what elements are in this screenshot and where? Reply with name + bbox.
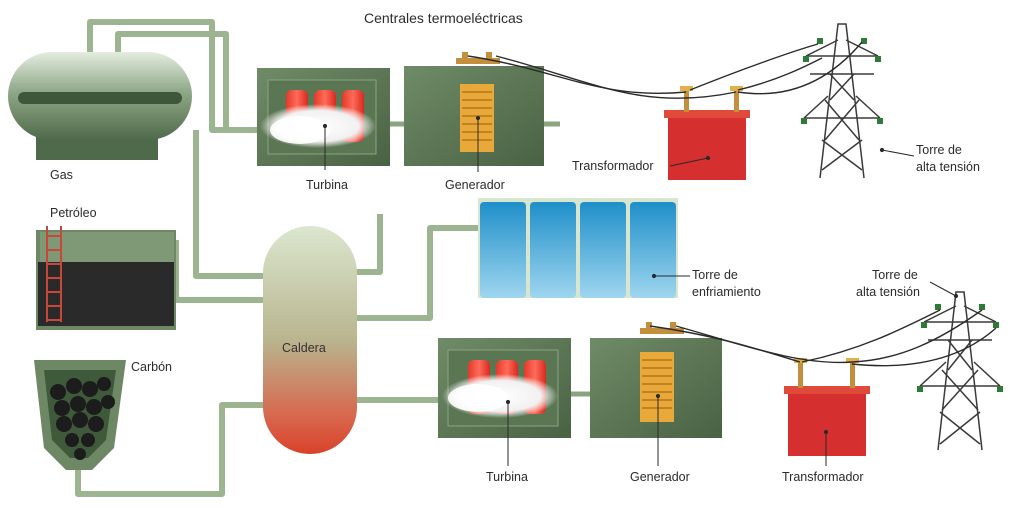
ladder-icon: [46, 226, 62, 322]
boiler: [263, 226, 357, 454]
upper-tower: [801, 23, 883, 179]
upper-generator: [404, 52, 544, 166]
leader-lines: [322, 115, 959, 466]
upper-transformer: [664, 86, 750, 180]
lower-transformer: [784, 358, 870, 456]
lower-generator: [590, 322, 722, 438]
lower-tower-label-line2: alta tensión: [856, 285, 920, 299]
lower-generator-label: Generador: [630, 470, 690, 484]
upper-tower-label-line1: Torre de: [916, 143, 962, 157]
diagram-title: Centrales termoeléctricas: [364, 10, 523, 26]
upper-tower-label-line2: alta tensión: [916, 160, 980, 174]
upper-turbine-label: Turbina: [306, 178, 348, 192]
gas-label: Gas: [50, 168, 73, 182]
lower-turbine-label: Turbina: [486, 470, 528, 484]
upper-turbine: [257, 68, 390, 166]
petroleo-label: Petróleo: [50, 206, 97, 220]
cooling-tower-label-line2: enfriamiento: [692, 285, 761, 299]
lower-tower: [917, 291, 1003, 451]
upper-transformer-label: Transformador: [572, 159, 654, 173]
gas-tank: [8, 52, 192, 160]
carbon-label: Carbón: [131, 360, 172, 374]
oil-tank: [36, 226, 176, 330]
lower-transformer-label: Transformador: [782, 470, 864, 484]
cooling-tower-label-line1: Torre de: [692, 268, 738, 282]
upper-generator-label: Generador: [445, 178, 505, 192]
lower-turbine: [438, 338, 571, 438]
power-lines: [467, 41, 997, 367]
coal-hopper: [34, 360, 126, 470]
boiler-label: Caldera: [282, 341, 326, 355]
cooling-tower: [478, 198, 678, 298]
lower-tower-label-line1: Torre de: [872, 268, 918, 282]
